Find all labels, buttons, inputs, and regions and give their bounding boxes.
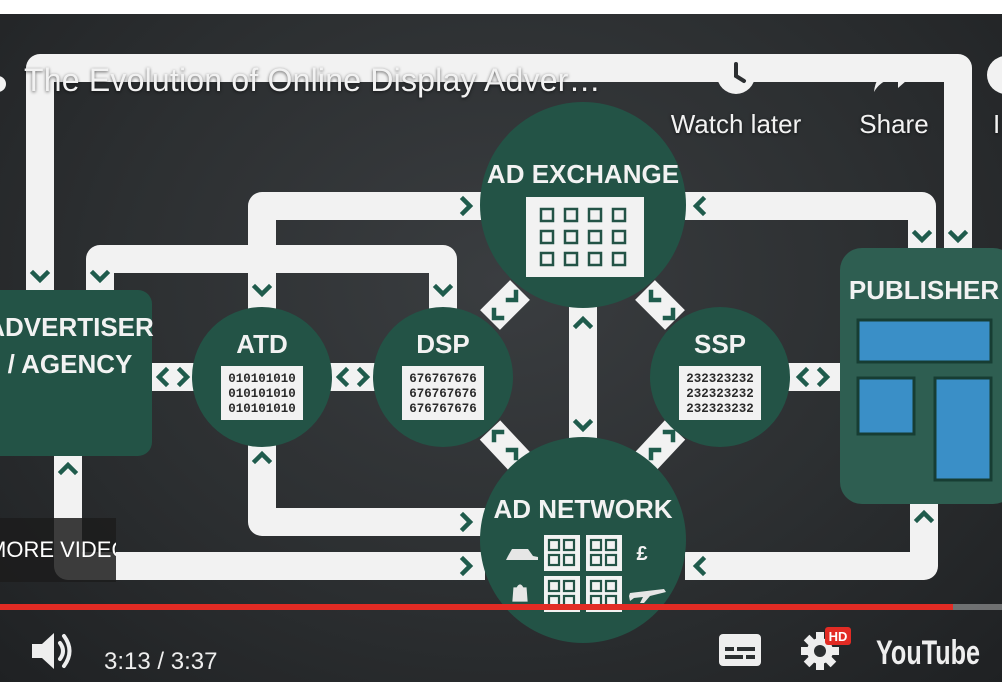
info-icon [987, 56, 1002, 94]
ssp-code-line: 232323232 [686, 402, 754, 416]
ssp-code-panel [679, 366, 761, 420]
duration: 3:37 [170, 648, 218, 675]
watch-later-label: Watch later [670, 109, 802, 139]
info-button[interactable]: I [985, 54, 1002, 140]
ad-exchange-label: AD EXCHANGE [487, 159, 679, 189]
agency-label: / AGENCY [8, 349, 133, 379]
atd-code-line: 010101010 [228, 387, 296, 401]
video-player[interactable]: 010101010 010101010 010101010 676767676 … [0, 14, 1002, 682]
time-display: 3:13 / 3:37 [104, 648, 217, 676]
ssp-label: SSP [694, 329, 746, 359]
ad-exchange-building-icon [526, 197, 644, 277]
youtube-brand-text: YouTube [876, 634, 980, 672]
dsp-code-line: 676767676 [409, 372, 477, 386]
time-separator: / [157, 648, 165, 675]
hd-badge: HD [829, 629, 848, 644]
advertiser-label: ADVERTISER [0, 312, 154, 342]
speaker-icon[interactable] [30, 630, 76, 672]
ssp-code-line: 232323232 [686, 372, 754, 386]
dsp-code-panel [402, 366, 484, 420]
ad-network-label: AD NETWORK [493, 494, 672, 524]
ad-network-node [480, 437, 686, 643]
ssp-code-line: 232323232 [686, 387, 754, 401]
more-videos-label: MORE VIDEOS [0, 537, 116, 562]
atd-label: ATD [236, 329, 288, 359]
dsp-code-line: 676767676 [409, 387, 477, 401]
publisher-layout-icon [856, 318, 993, 482]
share-label: Share [859, 109, 929, 139]
pound-icon: £ [636, 543, 647, 565]
player-controls: HD YouTube [0, 610, 1002, 682]
gear-icon[interactable]: HD [800, 626, 856, 672]
airplane-icon [629, 589, 666, 603]
atd-code-panel [221, 366, 303, 420]
dsp-label: DSP [416, 329, 469, 359]
info-label: I [993, 109, 1001, 139]
current-time: 3:13 [104, 648, 151, 675]
flow-chevrons [29, 195, 969, 577]
more-videos-button[interactable]: MORE VIDEOS [0, 518, 116, 582]
advertiser-node [0, 290, 152, 456]
dsp-code-line: 676767676 [409, 402, 477, 416]
captions-icon[interactable] [718, 633, 762, 667]
youtube-logo[interactable]: YouTube [874, 630, 984, 674]
watch-later-button[interactable]: Watch later [660, 54, 812, 140]
channel-avatar[interactable] [0, 76, 6, 92]
publisher-label: PUBLISHER [849, 275, 999, 305]
car-icon [506, 549, 538, 560]
shopping-bag-icon [512, 584, 528, 602]
video-title[interactable]: The Evolution of Online Display Adver… [24, 62, 601, 98]
progress-bar-played [0, 604, 953, 610]
atd-code-line: 010101010 [228, 402, 296, 416]
video-frame-diagram: 010101010 010101010 010101010 676767676 … [0, 54, 1002, 643]
atd-code-line: 010101010 [228, 372, 296, 386]
clock-icon [717, 56, 755, 94]
share-arrow-icon [874, 60, 914, 92]
share-button[interactable]: Share [845, 54, 943, 140]
